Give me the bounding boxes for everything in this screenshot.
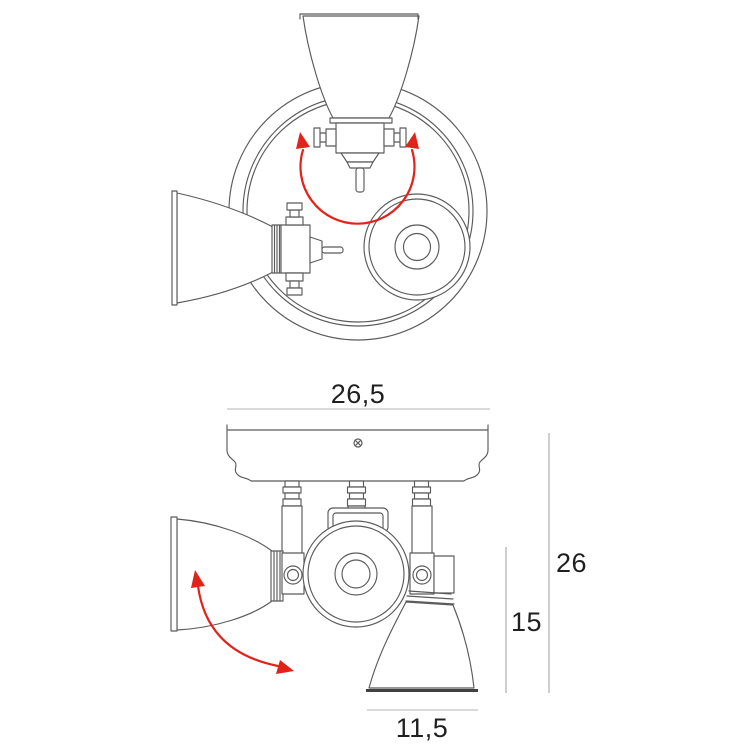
canopy — [226, 424, 489, 482]
shade-bottom — [366, 590, 478, 692]
dimension-shade-width: 11,5 — [367, 709, 478, 743]
dimension-label-shade-width: 11,5 — [396, 713, 449, 743]
top-view — [171, 13, 488, 341]
front-facing-spot — [363, 193, 471, 301]
shade-rim — [170, 516, 178, 632]
left-spot — [171, 190, 344, 306]
shade-bell — [368, 601, 475, 689]
top-spot — [299, 13, 420, 193]
dimension-label-canopy-width: 26,5 — [331, 379, 386, 409]
shade-rim — [171, 190, 178, 306]
dimension-total-height: 26 — [548, 433, 587, 693]
dimension-label-lamp-height: 15 — [511, 607, 542, 637]
dimension-lamp-height: 15 — [505, 547, 542, 693]
stem-right — [411, 480, 433, 557]
stem-left — [281, 480, 303, 557]
center-spot — [302, 520, 410, 628]
shade-left — [170, 516, 284, 632]
rotation-arrow-front-icon — [191, 570, 294, 674]
bracket-right — [409, 552, 455, 595]
shade-bell — [176, 518, 273, 631]
socket-body — [280, 224, 311, 274]
shade-bell — [176, 192, 274, 304]
dimension-label-total-height: 26 — [556, 548, 587, 578]
bracket-left — [281, 552, 305, 595]
screw-icon — [353, 438, 363, 448]
rotation-arrow-top-icon — [296, 132, 419, 225]
front-view: 26,5 — [170, 379, 587, 743]
socket-body — [335, 122, 385, 154]
dimension-canopy-width: 26,5 — [227, 379, 490, 410]
